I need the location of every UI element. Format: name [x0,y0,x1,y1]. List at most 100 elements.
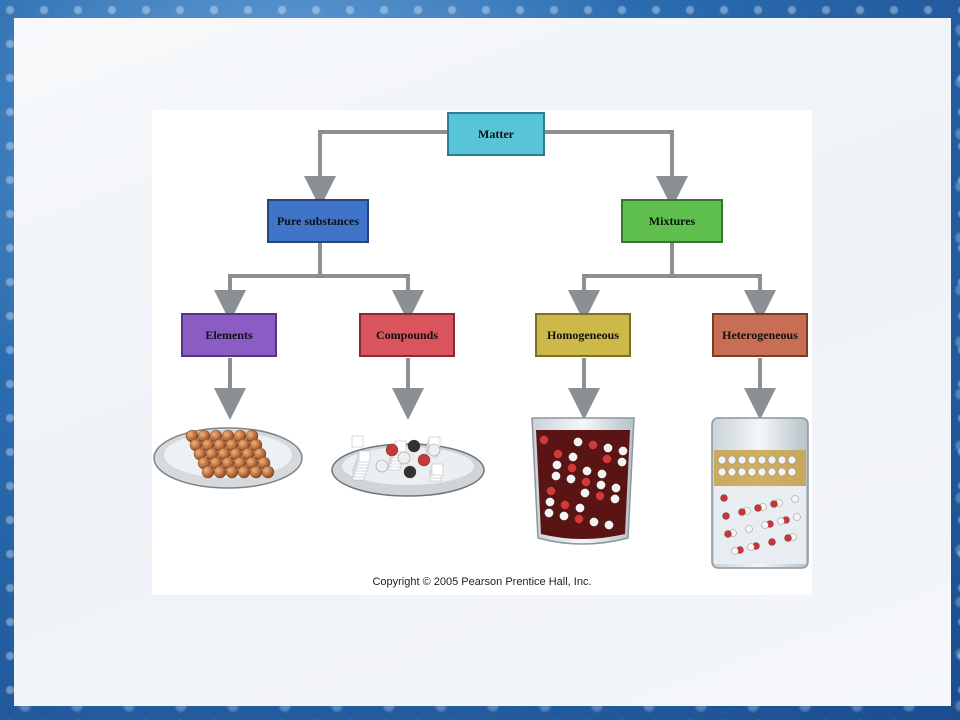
node-pure-substances: Pure substances [267,199,369,243]
oil-molecule [737,467,747,477]
dissolved-molecule [602,454,612,464]
water-molecule [722,512,730,520]
copper-atom [261,465,275,479]
water-molecule [761,521,769,529]
node-matter-label: Matter [478,127,515,141]
node-mixtures: Mixtures [621,199,723,243]
dissolved-molecule [553,449,563,459]
oil-molecule [767,455,777,465]
dissolved-molecule [618,446,628,456]
dissolved-molecule [611,483,621,493]
dissolved-molecule [559,511,569,521]
dissolved-molecule [582,466,592,476]
oil-molecule [777,467,787,477]
dissolved-molecule [566,474,576,484]
oil-molecule [787,467,797,477]
dissolved-molecule [568,452,578,462]
sugar-cube [351,435,364,448]
water-molecule [770,500,778,508]
compound-atom [385,443,399,457]
oil-molecule [747,455,757,465]
dissolved-molecule [588,440,598,450]
node-compounds: Compounds [359,313,455,357]
water-molecule [754,504,762,512]
connector-mix-hetero [672,274,776,322]
water-molecule [720,494,728,502]
dissolved-molecule [610,494,620,504]
dissolved-molecule [603,443,613,453]
node-homogeneous: Homogeneous [535,313,631,357]
dissolved-molecule [604,520,614,530]
node-matter: Matter [447,112,545,156]
dissolved-molecule [596,480,606,490]
node-homogeneous-label: Homogeneous [547,328,619,342]
node-compounds-label: Compounds [376,328,438,342]
node-mixtures-label: Mixtures [649,214,696,228]
connectors [214,130,776,420]
oil-molecule [717,467,727,477]
copper-atom [225,465,239,479]
compound-atom [375,459,389,473]
oil-molecule [747,467,757,477]
dissolved-molecule [539,435,549,445]
water-molecule [768,538,776,546]
water-molecule [777,517,785,525]
oil-molecule [787,455,797,465]
water-molecule [738,508,746,516]
dissolved-molecule [574,514,584,524]
connector-pure-split [214,242,322,322]
heterogeneous-illustration [711,417,809,569]
oil-molecule [737,455,747,465]
node-pure-substances-label: Pure substances [277,214,359,228]
water-molecule [784,534,792,542]
compounds-illustration [331,435,485,497]
dissolved-molecule [581,477,591,487]
dissolved-molecule [544,508,554,518]
connector-matter-pure [304,130,448,208]
dissolved-molecule [560,500,570,510]
oil-molecule [757,455,767,465]
sugar-cube [431,463,444,476]
copper-atom [237,465,251,479]
compound-atom [397,451,411,465]
node-heterogeneous: Heterogeneous [712,313,808,357]
compound-atom [407,439,421,453]
dissolved-molecule [552,460,562,470]
dissolved-molecule [597,469,607,479]
oil-molecule [757,467,767,477]
water-molecule [791,495,799,503]
dissolved-molecule [580,488,590,498]
dissolved-molecule [617,457,627,467]
oil-molecule [767,467,777,477]
oil-molecule [727,467,737,477]
dissolved-molecule [567,463,577,473]
compound-atom [403,465,417,479]
copper-atom [249,465,263,479]
oil-molecule [777,455,787,465]
compound-atom [427,443,441,457]
node-elements-label: Elements [205,328,253,342]
dissolved-molecule [546,486,556,496]
water-molecule [731,547,739,555]
copper-atom [201,465,215,479]
dissolved-molecule [575,503,585,513]
diagram-canvas: Matter Pure substances Mixtures Elements… [153,112,809,569]
dissolved-molecule [595,491,605,501]
dissolved-molecule [573,437,583,447]
dissolved-molecule [589,517,599,527]
connector-pure-compounds [320,274,424,322]
elements-illustration [153,427,303,489]
oil-molecule [717,455,727,465]
water-molecule [745,525,753,533]
sugar-cube [358,450,371,463]
water-molecule [747,543,755,551]
connector-matter-mixtures [544,130,688,208]
water-molecule [793,513,801,521]
dissolved-molecule [551,471,561,481]
node-elements: Elements [181,313,277,357]
copyright-notice: Copyright © 2005 Pearson Prentice Hall, … [372,576,592,588]
connector-mix-split [568,242,674,322]
matter-classification-figure: Matter Pure substances Mixtures Elements… [152,110,812,595]
node-heterogeneous-label: Heterogeneous [722,328,798,342]
compound-atom [417,453,431,467]
